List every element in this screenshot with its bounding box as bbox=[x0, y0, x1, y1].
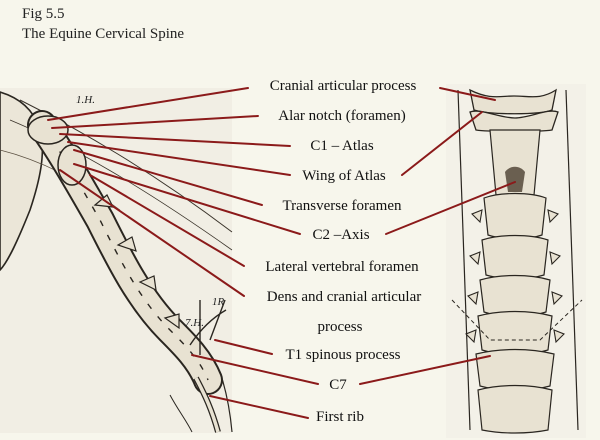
lateral-view-illustration: 1.H. 7.H. 1R bbox=[0, 88, 233, 433]
leader-lines bbox=[47, 87, 516, 419]
label-dens-cranial-articular: Dens and cranial articular bbox=[266, 289, 422, 305]
label-c7: C7 bbox=[329, 377, 347, 393]
label-lateral-vertebral-foramen: Lateral vertebral foramen bbox=[265, 259, 419, 275]
label-wing-of-atlas: Wing of Atlas bbox=[302, 168, 386, 184]
label-cranial-articular-process: Cranial articular process bbox=[269, 78, 417, 94]
label-t1-spinous-process: T1 spinous process bbox=[285, 347, 401, 363]
figure-number: Fig 5.5 bbox=[22, 6, 65, 22]
label-first-rib: First rib bbox=[316, 409, 364, 425]
dorsal-view-illustration bbox=[446, 84, 586, 438]
mark-1h: 1.H. bbox=[76, 94, 95, 106]
label-transverse-foramen: Transverse foramen bbox=[282, 198, 402, 214]
label-alar-notch: Alar notch (foramen) bbox=[278, 108, 406, 124]
label-dens-process: process bbox=[317, 319, 363, 335]
label-c1-atlas: C1 – Atlas bbox=[310, 138, 374, 154]
label-c2-axis: C2 –Axis bbox=[312, 227, 370, 243]
figure-title: The Equine Cervical Spine bbox=[22, 26, 185, 42]
mark-7h: 7.H. bbox=[185, 317, 204, 329]
mark-1r: 1R bbox=[212, 296, 225, 308]
